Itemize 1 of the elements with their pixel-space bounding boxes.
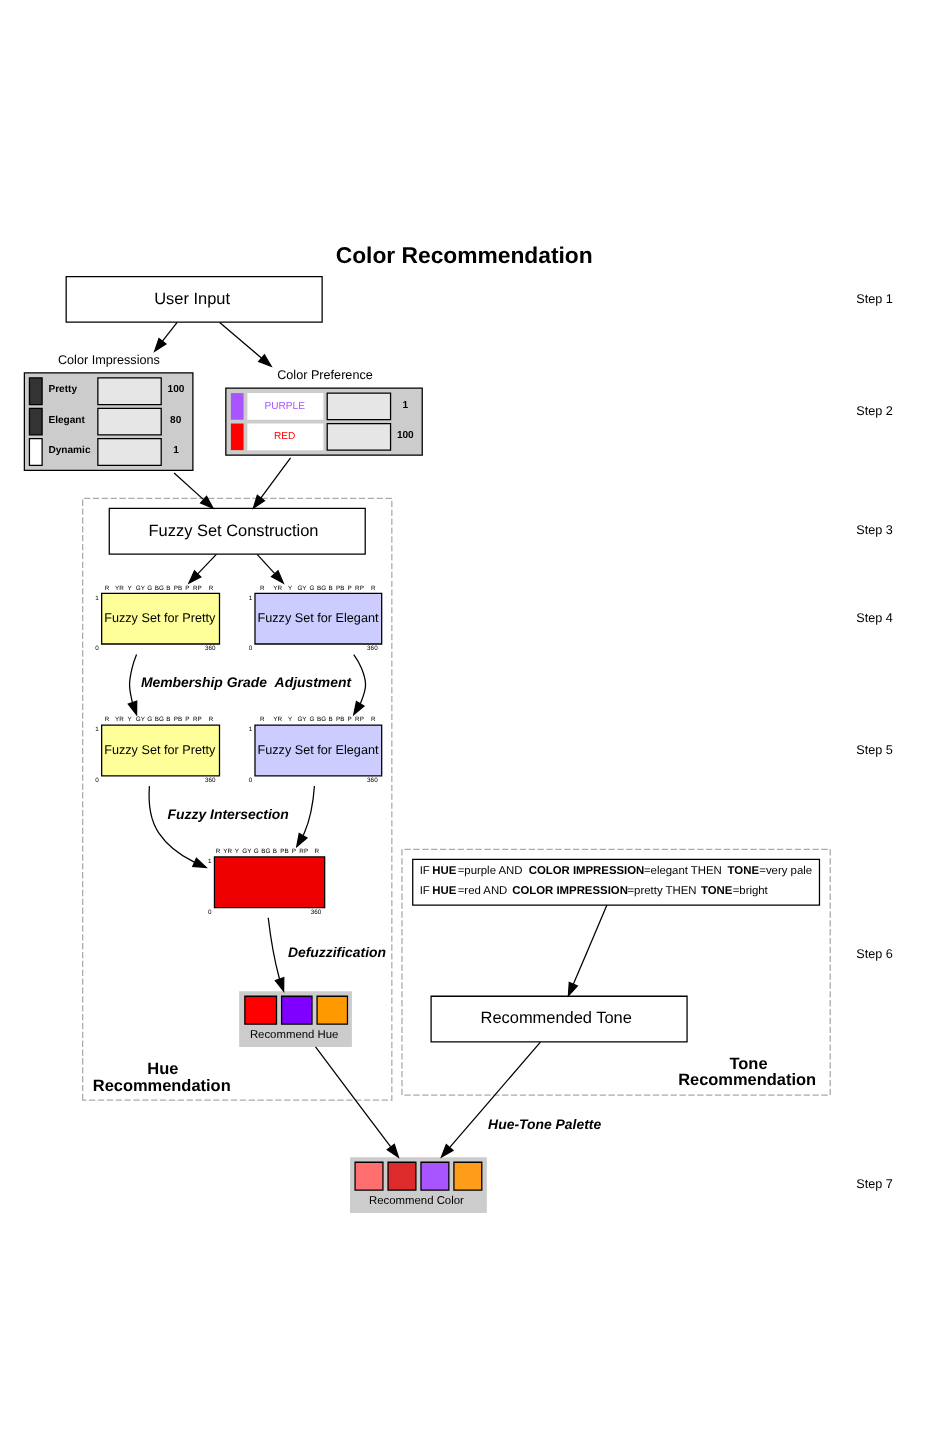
diagram-title: Color Recommendation xyxy=(335,245,593,270)
